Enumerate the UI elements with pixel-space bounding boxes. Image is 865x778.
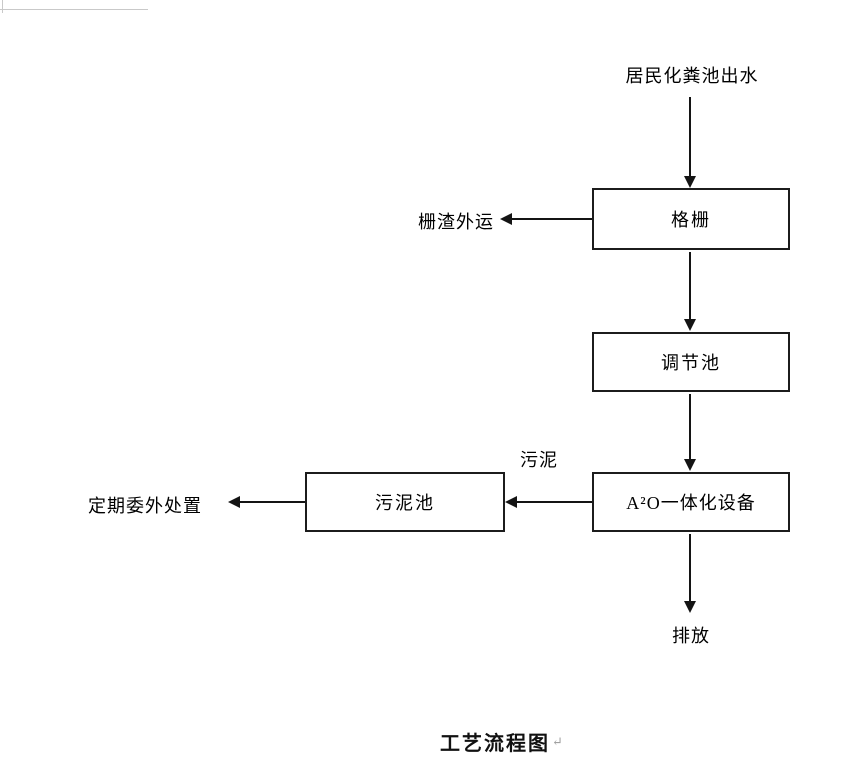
- label-source-water: 居民化粪池出水: [625, 66, 759, 86]
- label-screen-residue: 栅渣外运: [418, 212, 494, 232]
- arrow-a2o-to-discharge: [684, 534, 696, 613]
- arrow-sludge-tank-to-disposal: [228, 496, 305, 508]
- arrow-regulating-tank-to-a2o: [684, 394, 696, 471]
- label-sludge-flow: 污泥: [520, 450, 558, 470]
- page-border-top: [0, 9, 148, 10]
- node-grid: 格栅: [592, 188, 790, 250]
- node-sludge-tank: 污泥池: [305, 472, 505, 532]
- diagram-caption-row: 工艺流程图 ↵: [440, 727, 563, 756]
- label-disposal: 定期委外处置: [88, 496, 202, 516]
- paragraph-mark-icon: ↵: [552, 733, 563, 749]
- page-border-left: [2, 0, 3, 13]
- arrow-source-to-grid: [684, 97, 696, 188]
- arrow-a2o-to-sludge-tank: [505, 496, 592, 508]
- label-discharge: 排放: [672, 626, 710, 646]
- node-regulating-tank: 调节池: [592, 332, 790, 392]
- diagram-caption: 工艺流程图: [440, 733, 550, 755]
- arrow-grid-to-regulating-tank: [684, 252, 696, 331]
- arrow-grid-to-residue: [500, 213, 592, 225]
- node-a2o-unit: A²O一体化设备: [592, 472, 790, 532]
